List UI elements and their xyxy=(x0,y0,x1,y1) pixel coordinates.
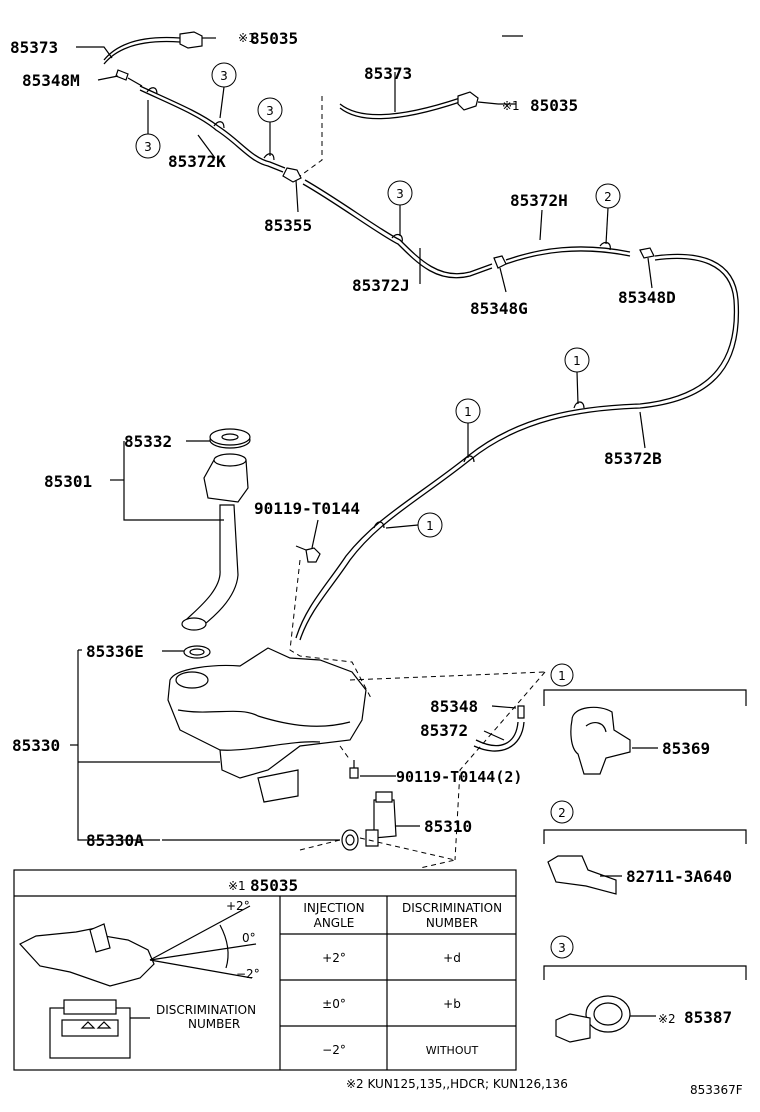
callout-85035-top: 85035 xyxy=(250,29,298,48)
connector-85348D xyxy=(639,247,655,259)
svg-text:1: 1 xyxy=(573,354,581,368)
grommet-85330A xyxy=(341,829,359,851)
clip-reference-markers: 3 3 3 3 2 1 1 1 xyxy=(135,62,621,538)
table-header-discrimination: DISCRIMINATION xyxy=(402,901,502,915)
washer-hose-routing xyxy=(103,31,740,641)
svg-text:1: 1 xyxy=(558,669,566,683)
table-row-angle: −2° xyxy=(322,1043,346,1057)
nozzle-illustration: +2° 0° −2° xyxy=(19,899,260,987)
discrimination-label: DISCRIMINATION xyxy=(156,1003,256,1017)
callout-90119-top: 90119-T0144 xyxy=(254,499,360,518)
note-mark-1-mid: ※1 xyxy=(502,99,520,113)
callout-85373-top: 85373 xyxy=(10,38,58,57)
callout-85369: 85369 xyxy=(662,739,710,758)
callout-85348D: 85348D xyxy=(618,288,676,307)
callout-85348G: 85348G xyxy=(470,299,528,318)
callout-85372: 85372 xyxy=(420,721,468,740)
bolt-90119-bottom xyxy=(349,760,359,779)
svg-text:3: 3 xyxy=(266,104,274,118)
clip-detail-2: 2 82711-3A640 xyxy=(543,800,747,895)
svg-text:1: 1 xyxy=(426,519,434,533)
callout-85310: 85310 xyxy=(424,817,472,836)
svg-text:2: 2 xyxy=(604,190,612,204)
table-header-angle: ANGLE xyxy=(314,916,355,930)
table-row-disc: WITHOUT xyxy=(426,1044,479,1057)
nozzle-angle-table: ※1 85035 INJECTION ANGLE DISCRIMINATION … xyxy=(13,869,517,1071)
callout-85348: 85348 xyxy=(430,697,478,716)
callout-85035-mid: 85035 xyxy=(530,96,578,115)
angle-minus-label: −2° xyxy=(236,967,260,981)
table-title-mark: ※1 xyxy=(228,879,246,893)
svg-text:3: 3 xyxy=(558,941,566,955)
callout-85330: 85330 xyxy=(12,736,60,755)
svg-text:1: 1 xyxy=(464,405,472,419)
callout-82711: 82711-3A640 xyxy=(626,867,732,886)
table-header-number: NUMBER xyxy=(426,916,478,930)
nozzle-bottom-view: DISCRIMINATION NUMBER xyxy=(49,999,256,1059)
table-row-disc: +d xyxy=(443,951,461,965)
clip-detail-1: 1 85369 xyxy=(543,663,747,775)
table-row-angle: +2° xyxy=(322,951,346,965)
nozzle-85035-mid xyxy=(457,91,499,111)
part-number-callouts: 85373 ※1 85035 85348M 85372K 85373 ※1 85… xyxy=(10,29,676,850)
number-label: NUMBER xyxy=(188,1017,240,1031)
cap-85332 xyxy=(209,428,251,449)
callout-85372K: 85372K xyxy=(168,152,226,171)
callout-85372B: 85372B xyxy=(604,449,662,468)
callout-85373-mid: 85373 xyxy=(364,64,412,83)
angle-zero-label: 0° xyxy=(242,931,256,945)
angle-plus-label: +2° xyxy=(226,899,250,913)
clip-detail-3: 3 ※2 85387 xyxy=(543,935,747,1043)
tank-85330 xyxy=(167,647,367,803)
leader-lines xyxy=(70,35,653,841)
callout-85372H: 85372H xyxy=(510,191,568,210)
bolt-90119-top xyxy=(295,545,321,563)
table-row-angle: ±0° xyxy=(322,997,346,1011)
joint-85355 xyxy=(282,167,302,183)
connector-85348G xyxy=(493,255,507,269)
callout-85336E: 85336E xyxy=(86,642,144,661)
callout-85355: 85355 xyxy=(264,216,312,235)
gasket-85336E xyxy=(183,645,211,659)
pump-85310 xyxy=(365,791,397,847)
table-title: 85035 xyxy=(250,876,298,895)
callout-85301: 85301 xyxy=(44,472,92,491)
figure-id: 853367F xyxy=(690,1083,743,1097)
callout-85372J: 85372J xyxy=(352,276,410,295)
washer-tank-assembly xyxy=(167,428,546,869)
hose-85372-short xyxy=(473,705,525,752)
callout-90119-bottom: 90119-T0144(2) xyxy=(396,768,522,786)
callout-85348M: 85348M xyxy=(22,71,80,90)
note-mark-1-top: ※1 xyxy=(238,31,256,45)
svg-text:3: 3 xyxy=(144,140,152,154)
note-mark-2: ※2 xyxy=(658,1012,676,1026)
callout-85332: 85332 xyxy=(124,432,172,451)
nozzle-85035-top xyxy=(179,31,216,49)
inlet-85301 xyxy=(181,453,249,631)
footnote: ※2 KUN125,135,,HDCR; KUN126,136 xyxy=(346,1077,568,1091)
table-header-injection: INJECTION xyxy=(303,901,364,915)
connector-85348M xyxy=(115,69,143,87)
callout-85330A: 85330A xyxy=(86,831,144,850)
svg-text:3: 3 xyxy=(220,69,228,83)
svg-text:2: 2 xyxy=(558,806,566,820)
table-row-disc: +b xyxy=(443,997,461,1011)
callout-85387: 85387 xyxy=(684,1008,732,1027)
svg-text:3: 3 xyxy=(396,187,404,201)
